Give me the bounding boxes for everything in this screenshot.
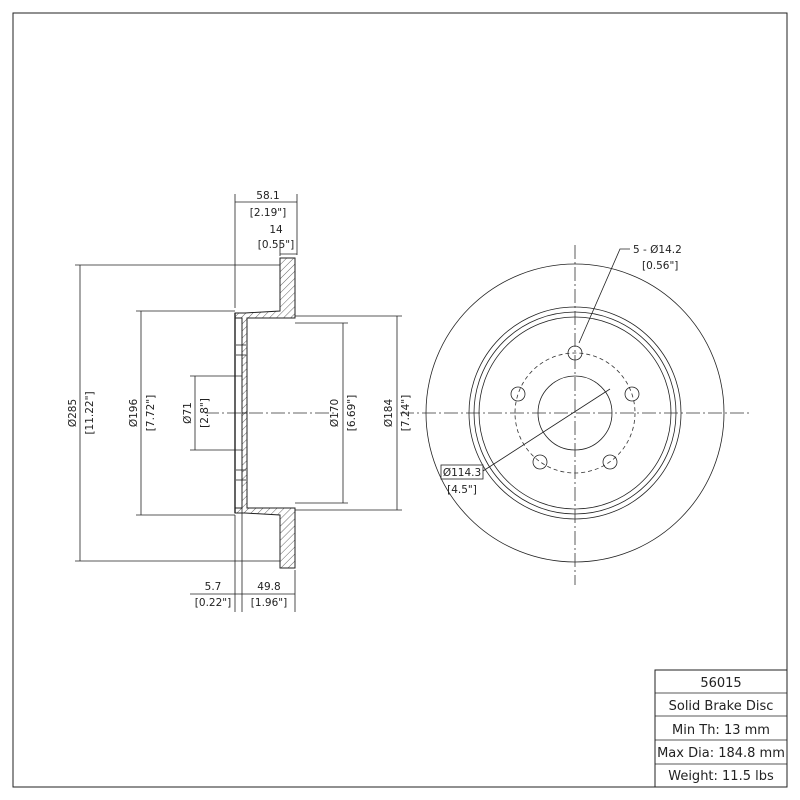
bolt-circle-callout-in: [4.5"] xyxy=(447,484,477,496)
dim-outer-diameter-mm: Ø285 xyxy=(67,399,79,427)
dim-inner-184-mm: Ø184 xyxy=(383,399,395,428)
section-lower xyxy=(234,412,296,569)
bolt-circle-callout-box xyxy=(440,464,484,480)
dim-overall-width-in: [2.19"] xyxy=(250,207,286,219)
dim-hat-height-mm: 49.8 xyxy=(257,581,280,593)
drawing-border xyxy=(12,12,788,788)
dim-disc-thickness-mm: 14 xyxy=(269,224,283,236)
title-part-number: 56015 xyxy=(700,676,741,691)
title-type: Solid Brake Disc xyxy=(669,699,774,714)
dim-inner-170-mm: Ø170 xyxy=(329,399,341,427)
bolt-hole-3 xyxy=(602,454,618,470)
dim-inner-170-in: [6.69"] xyxy=(346,395,358,431)
dim-hat-height-in: [1.96"] xyxy=(251,597,287,609)
dim-hat-diameter-mm: Ø196 xyxy=(128,399,140,428)
section-upper xyxy=(234,257,296,414)
dim-hat-diameter-in: [7.72"] xyxy=(145,395,157,431)
dim-disc-thickness-in: [0.55"] xyxy=(258,239,294,251)
title-max-diameter: Max Dia: 184.8 mm xyxy=(657,746,785,761)
dim-overall-width-mm: 58.1 xyxy=(256,190,279,202)
bolt-hole-5 xyxy=(510,386,526,402)
dim-hat-thickness-in: [0.22"] xyxy=(195,597,231,609)
bolt-hole-callout-in: [0.56"] xyxy=(642,260,678,272)
bolt-hole-callout-mm: 5 - Ø14.2 xyxy=(633,244,682,256)
dim-center-bore-in: [2.8"] xyxy=(199,398,211,428)
title-min-thickness: Min Th: 13 mm xyxy=(672,723,770,738)
title-block: 56015 Solid Brake Disc Min Th: 13 mm Max… xyxy=(654,669,788,788)
bolt-hole-4 xyxy=(532,454,548,470)
bolt-circle-callout-mm: Ø114.3 xyxy=(443,467,481,479)
dim-outer-diameter-in: [11.22"] xyxy=(84,391,96,434)
title-weight: Weight: 11.5 lbs xyxy=(668,769,774,784)
bolt-hole-leader xyxy=(578,248,630,344)
bolt-hole-2 xyxy=(624,386,640,402)
side-section-view: 58.1 [2.19"] 14 [0.55"] Ø285 [11.22"] Ø1… xyxy=(67,190,412,612)
bolt-circle-leader xyxy=(482,388,611,472)
dim-center-bore-mm: Ø71 xyxy=(182,402,194,424)
front-view: 5 - Ø14.2 [0.56"] Ø114.3 [4.5"] xyxy=(400,244,750,585)
dim-hat-thickness-mm: 5.7 xyxy=(205,581,222,593)
